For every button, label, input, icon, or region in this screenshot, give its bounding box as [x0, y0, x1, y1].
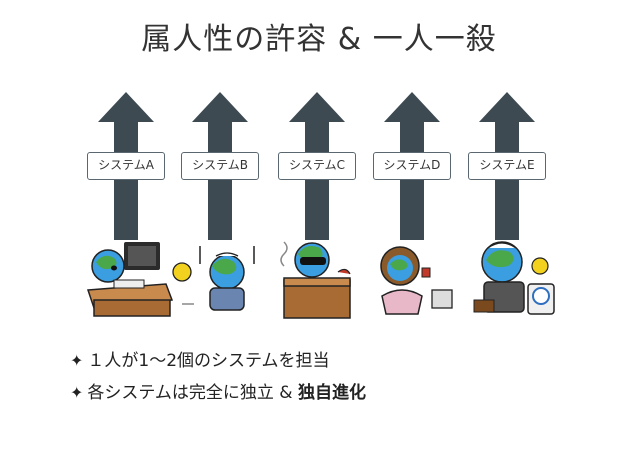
slide-title: 属人性の許容 & 一人一殺	[141, 22, 497, 57]
bullet-text-2-emphasis: 独自進化	[297, 383, 366, 403]
bullet-item-1: ✦１人が1～2個のシステムを担当	[70, 345, 366, 377]
star-bullet-icon: ✦	[70, 383, 84, 402]
bullet-text-2: 各システムは完全に独立 &	[87, 383, 298, 403]
bullet-item-2: ✦各システムは完全に独立 & 独自進化	[70, 377, 366, 409]
character-boss-desk	[276, 238, 360, 322]
bullet-text-1: １人が1～2個のシステムを担当	[87, 351, 330, 371]
character-with-emoji	[172, 238, 264, 322]
system-label-d: システムD	[373, 152, 451, 180]
system-label-b: システムB	[181, 152, 259, 180]
character-relaxing-chair	[374, 238, 454, 322]
bullet-list: ✦１人が1～2個のシステムを担当 ✦各システムは完全に独立 & 独自進化	[70, 345, 366, 409]
system-label-a: システムA	[87, 152, 165, 180]
star-bullet-icon: ✦	[70, 351, 84, 370]
system-label-c: システムC	[278, 152, 356, 180]
character-businessman-clock	[470, 238, 566, 322]
character-at-computer-desk	[84, 238, 176, 322]
system-label-e: システムE	[468, 152, 546, 180]
